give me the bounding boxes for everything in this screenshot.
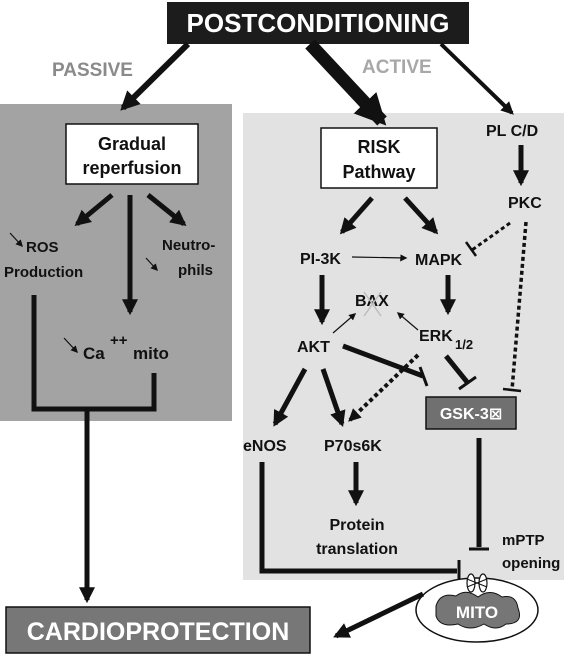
protein-translation-line1: Protein [329, 517, 384, 534]
cardioprotection: CARDIOPROTECTION [27, 618, 290, 646]
risk-pathway-line2: Pathway [342, 162, 415, 182]
active-label: ACTIVE [362, 57, 432, 78]
arrow-mito-to-cardioprotection [333, 591, 425, 639]
inhibit-akt-to-gsk-bar [418, 366, 429, 387]
mptp-pore-icon [466, 573, 488, 593]
bax-cross-2 [363, 291, 382, 317]
passive-bracket [31, 295, 157, 412]
gsk: GSK-3⊠ [440, 406, 502, 423]
arrow-to-risk [305, 39, 387, 126]
gsk-box [425, 396, 517, 430]
title-box [167, 2, 469, 44]
ca-label: Ca [83, 344, 105, 363]
arrow-erk-to-p70s6k [348, 353, 420, 422]
inhibit-erk-to-gsk [444, 354, 469, 384]
arrow-risk-to-pi3k [339, 196, 374, 235]
pl-cd: PL C/D [486, 123, 538, 140]
mptp-line2: opening [502, 555, 560, 572]
arrow-to-passive [120, 41, 191, 111]
pi3k: PI-3K [300, 251, 341, 268]
risk-pathway-box [320, 127, 438, 189]
mapk: MAPK [415, 252, 463, 269]
active-panel [243, 113, 564, 580]
inhibit-pkc-to-mapk-bar [464, 241, 478, 257]
arrow-gr-to-neutrophils [146, 193, 187, 227]
gradual-reperfusion-line2: reperfusion [82, 158, 181, 178]
erk: ERK [419, 328, 453, 345]
ca-decrease-icon [63, 337, 78, 354]
arrow-akt-to-p70s6k [320, 368, 346, 428]
arrow-risk-to-mapk [403, 196, 439, 235]
ca-superscript: ++ [110, 332, 128, 349]
title: POSTCONDITIONING [187, 8, 450, 38]
neutrophils-line2: phils [178, 262, 213, 279]
ros-line1: ROS [26, 239, 59, 256]
mptp-line1: mPTP [502, 532, 545, 549]
ros-line2: Production [4, 264, 83, 281]
arrow-gr-to-ros [74, 193, 114, 227]
bax: BAX [355, 293, 389, 310]
pkc: PKC [508, 195, 542, 212]
mito-label: MITO [456, 603, 498, 622]
inhibit-pkc-to-gsk-bar [502, 387, 522, 393]
inhibit-enos-to-mptp [259, 462, 457, 574]
cardioprotection-box [5, 606, 311, 654]
inhibit-erk-to-gsk-bar [458, 375, 477, 391]
protein-translation-line2: translation [316, 541, 398, 558]
risk-pathway-line1: RISK [357, 137, 400, 157]
p70s6k: P70s6K [324, 438, 382, 455]
arrow-akt-to-bax [332, 313, 357, 334]
arrow-pi3k-to-mapk [351, 254, 408, 262]
akt: AKT [297, 339, 330, 356]
gradual-reperfusion-box [65, 123, 199, 185]
erk-subscript: 1/2 [455, 337, 473, 352]
inhibit-akt-to-gsk [342, 343, 424, 379]
arrow-to-plcd [439, 42, 514, 115]
ros-decrease-icon [9, 232, 23, 248]
gradual-reperfusion-line1: Gradual [98, 134, 166, 154]
inhibit-pkc-to-mapk [471, 221, 511, 252]
neutrophils-line1: Neutro- [162, 237, 215, 254]
enos: eNOS [243, 438, 287, 455]
arrow-erk-to-bax [396, 312, 419, 331]
neutrophils-decrease-icon [145, 257, 158, 272]
arrow-akt-to-enos [272, 367, 308, 427]
passive-label: PASSIVE [52, 60, 133, 81]
ca-subscript: mito [133, 344, 169, 363]
mito-inner [435, 591, 520, 629]
inhibit-pkc-to-gsk [510, 221, 528, 391]
